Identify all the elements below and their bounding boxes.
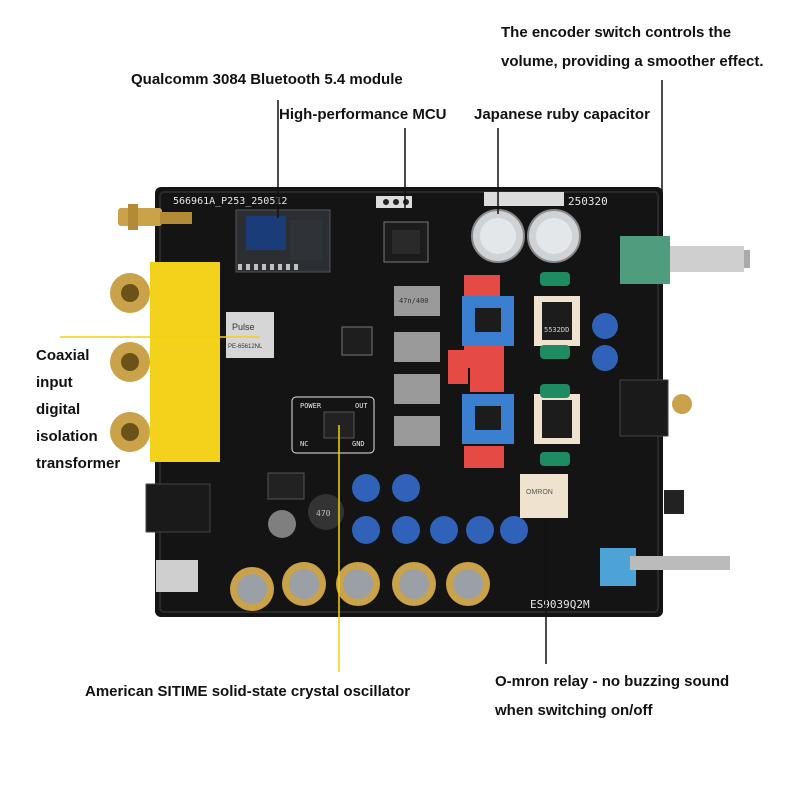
film-capacitors: 47n/400	[394, 286, 440, 446]
antenna-connector	[118, 204, 192, 230]
red-film-capacitors	[448, 275, 504, 468]
ruby-capacitors	[471, 209, 581, 263]
film-cap-print: 47n/400	[399, 297, 429, 305]
pcb-chip-name: ES9039Q2M	[530, 598, 590, 611]
bluetooth-annotation: Qualcomm 3084 Bluetooth 5.4 module	[131, 71, 403, 88]
electrolytic-capacitors	[352, 474, 528, 544]
relay-annotation-line-2: when switching on/off	[495, 702, 653, 719]
pcb-date-code: 250320	[568, 195, 608, 208]
coaxial-annotation-line-2: input	[36, 374, 73, 391]
inductor: 470	[308, 494, 344, 530]
relay-print: OMRON	[526, 489, 553, 496]
opamp-boards	[462, 296, 514, 444]
transformer-model: PE-65612NL	[228, 344, 263, 350]
coaxial-annotation-line-4: isolation	[36, 428, 98, 445]
out-label: OUT	[355, 402, 368, 410]
pcb-serial: 566961A_P253_250512	[173, 196, 287, 207]
toggle-switch	[600, 548, 730, 586]
mcu-annotation: High-performance MCU	[279, 106, 447, 123]
oscillator-annotation: American SITIME solid-state crystal osci…	[85, 683, 411, 700]
transformer-brand: Pulse	[232, 322, 255, 332]
relay-annotation-line-1: O-mron relay - no buzzing sound	[495, 673, 730, 690]
encoder-annotation-line-2: volume, providing a smoother effect.	[501, 53, 764, 70]
encoder-switch	[620, 236, 750, 284]
omron-relay: OMRON	[520, 474, 568, 518]
coaxial-annotation-line-1: Coaxial	[36, 347, 90, 364]
nc-label: NC	[300, 440, 308, 448]
power-label: POWER	[300, 402, 322, 410]
isolation-transformer: Pulse PE-65612NL	[226, 312, 274, 358]
callout-lines	[60, 80, 663, 672]
bluetooth-module	[235, 209, 331, 273]
opamp-print: 5532DD	[544, 326, 569, 334]
mcu-chip	[383, 221, 429, 263]
gold-capacitors	[230, 562, 490, 611]
rca-coaxial-inputs	[110, 262, 220, 462]
capacitor-annotation: Japanese ruby capacitor	[474, 106, 650, 123]
inductor-print: 470	[316, 509, 331, 518]
encoder-annotation-line-1: The encoder switch controls the	[501, 24, 732, 41]
headphone-jack	[619, 379, 692, 437]
gnd-label: GND	[352, 440, 365, 448]
opamp-sockets: 5532DD	[534, 296, 580, 444]
coaxial-annotation-line-3: digital	[36, 401, 81, 418]
coaxial-annotation-line-5: transformer	[36, 455, 121, 472]
